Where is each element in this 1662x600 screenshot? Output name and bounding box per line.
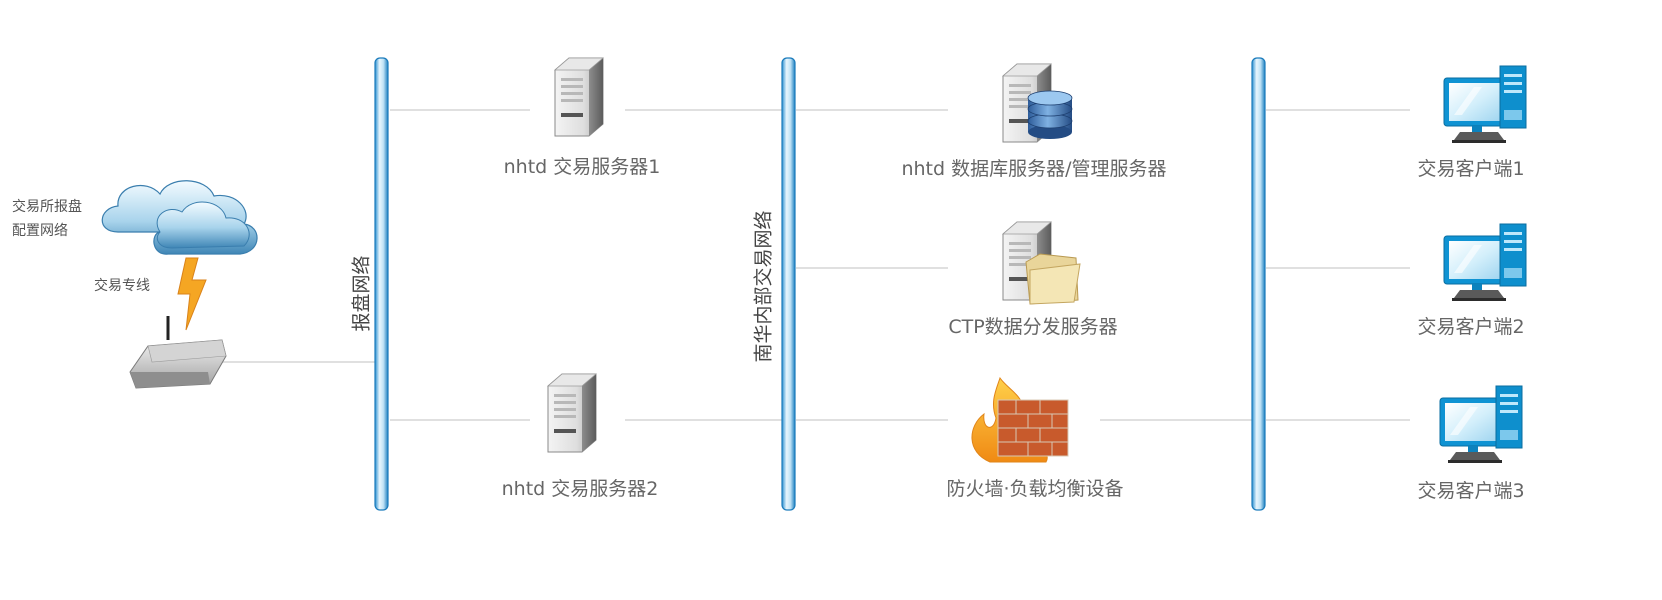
database-server-label: nhtd 数据库服务器/管理服务器 [901,158,1167,180]
connector-lines [215,109,1410,421]
computer-icon [1443,223,1527,302]
client-1-label: 交易客户端1 [1417,158,1525,180]
server-icon [554,57,604,137]
exchange-network-line1: 交易所报盘 [12,199,82,215]
dedicated-line-label: 交易专线 [94,278,150,294]
client-3-label: 交易客户端3 [1417,480,1525,502]
ctp-server-label: CTP数据分发服务器 [948,316,1118,338]
lightning-icon [177,257,207,331]
market-network-label: 报盘网络 [350,255,373,332]
exchange-network-label: 交易所报盘 配置网络 [12,195,82,243]
trade-server-1-label: nhtd 交易服务器1 [503,156,661,178]
server-icon [547,373,597,453]
bus-internal-network [781,57,796,511]
cloud-icon [101,180,258,255]
bus-market-network [374,57,389,511]
router-icon [129,316,227,389]
exchange-network-line2: 配置网络 [12,223,68,239]
folder-icon [1025,253,1081,305]
client-2-label: 交易客户端2 [1417,316,1525,338]
bus-client-network [1251,57,1266,511]
firewall-label: 防火墙·负载均衡设备 [946,478,1124,500]
computer-icon [1439,385,1523,464]
database-icon [1027,90,1073,139]
trade-server-2-label: nhtd 交易服务器2 [501,478,659,500]
internal-network-label: 南华内部交易网络 [752,210,775,363]
firewall-icon [971,376,1069,463]
computer-icon [1443,65,1527,144]
